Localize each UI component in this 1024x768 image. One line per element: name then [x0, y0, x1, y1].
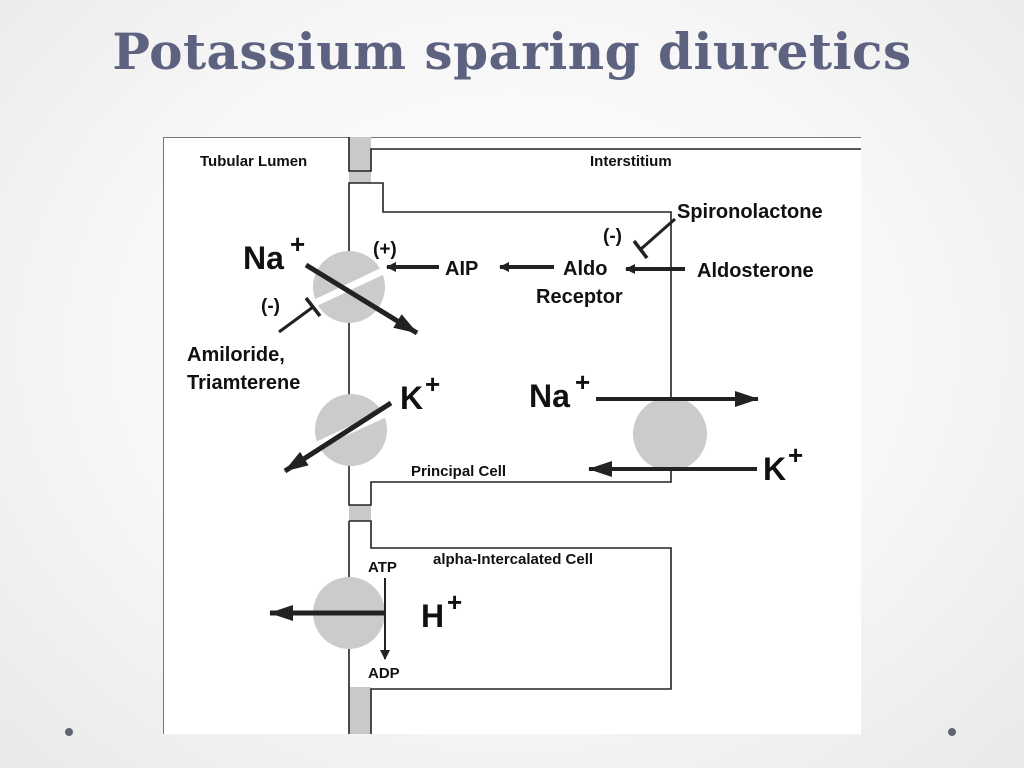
interstitium-label: Interstitium	[590, 153, 672, 170]
aldo-receptor-label-line2: Receptor	[536, 286, 623, 308]
tight-junction-bottom	[349, 687, 371, 734]
atp-label: ATP	[368, 559, 397, 576]
na-k-pump	[633, 397, 707, 471]
slide-corner-dot-right	[948, 728, 956, 736]
aip-label: AIP	[445, 258, 478, 280]
interstitium-boundary	[348, 137, 861, 172]
nephron-diagram: Tubular Lumen Interstitium Principal Cel…	[163, 137, 861, 734]
principal-cell-outline	[348, 182, 672, 506]
tubular-lumen-label: Tubular Lumen	[200, 153, 307, 170]
h-ion-label: H	[421, 598, 444, 634]
na-ion-label: Na	[243, 240, 284, 276]
spironolactone-inhibition-line	[640, 217, 676, 251]
aldosterone-label: Aldosterone	[697, 260, 814, 282]
k-ion-label: K	[400, 380, 423, 416]
tight-junction-top	[349, 137, 371, 183]
aldo-receptor-label-line1: Aldo	[563, 258, 607, 280]
amiloride-effect-label: (-)	[261, 296, 280, 317]
spironolactone-label: Spironolactone	[677, 201, 823, 223]
adp-label: ADP	[368, 665, 400, 682]
na-basolateral-label: Na	[529, 378, 570, 414]
spironolactone-effect-label: (-)	[603, 226, 622, 247]
k-basolateral-label: K	[763, 451, 786, 487]
na-reabsorption-arrow	[304, 262, 419, 336]
amiloride-label-line1: Amiloride,	[187, 344, 285, 366]
slide-title: Potassium sparing diuretics	[112, 22, 912, 81]
na-charge: +	[290, 229, 305, 259]
aip-stimulation-label: (+)	[373, 239, 397, 260]
slide-corner-dot-left	[65, 728, 73, 736]
amiloride-inhibition-bar	[304, 296, 322, 318]
k-secretion-arrow	[283, 400, 393, 474]
intercalated-cell-label: alpha-Intercalated Cell	[433, 551, 593, 568]
principal-cell-label: Principal Cell	[411, 463, 506, 480]
amiloride-inhibition-line	[278, 305, 314, 334]
k-basolateral-charge: +	[788, 440, 803, 470]
h-charge: +	[447, 587, 462, 617]
spironolactone-inhibition-bar	[632, 239, 649, 260]
k-charge: +	[425, 369, 440, 399]
na-basolateral-charge: +	[575, 367, 590, 397]
amiloride-label-line2: Triamterene	[187, 372, 300, 394]
